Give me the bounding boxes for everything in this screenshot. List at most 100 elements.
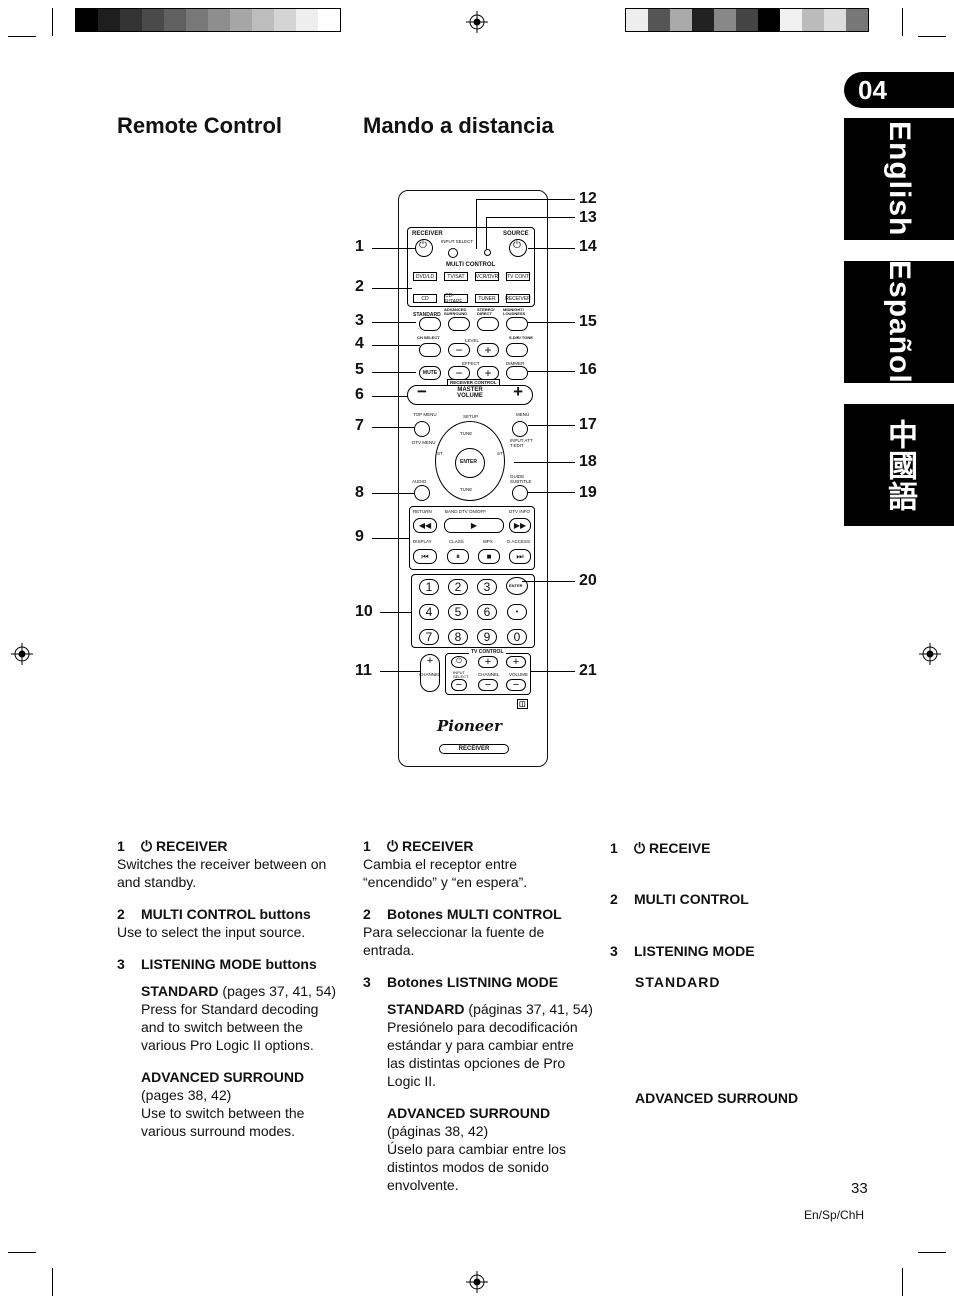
display-label: DISPLAY	[413, 539, 432, 544]
callout-number: 2	[355, 278, 364, 295]
key-5: 5	[448, 604, 468, 620]
receiver-power-button: ⏻	[415, 239, 433, 257]
tv-volume-up-button: +	[506, 656, 526, 668]
stereo-direct-label: STEREO/ DIRECT	[477, 307, 495, 316]
tune-down-label: TUNE	[460, 487, 473, 492]
standard-entry: STANDARD (páginas 37, 41, 54)	[363, 1000, 593, 1018]
power-icon: ⏻	[513, 240, 521, 251]
tab-espanol[interactable]: Español	[844, 260, 954, 384]
effect-plus-button: +	[477, 366, 499, 380]
callout-number: 3	[355, 312, 364, 329]
source-button-cd: CD	[413, 294, 437, 303]
next-button: ⏭	[509, 549, 531, 564]
item-number: 2	[363, 906, 371, 922]
entry-label: ADVANCED SURROUND	[141, 1069, 305, 1085]
channel-left-label: CHANNEL	[419, 672, 441, 677]
item-title: LISTENING MODE buttons	[141, 956, 317, 972]
item-number: 3	[117, 956, 125, 972]
item-number: 1	[610, 840, 618, 856]
number-pad-panel	[411, 574, 535, 648]
key-6: 6	[477, 604, 497, 620]
entry-label: STANDARD	[141, 983, 219, 999]
calibration-swatch	[120, 9, 142, 31]
leader-line	[528, 322, 575, 323]
source-label: SOURCE	[503, 231, 529, 237]
mpx-label: MPX	[483, 539, 493, 544]
s-dir-tone-label: S.DIR/ TONE	[509, 335, 533, 340]
crop-mark	[918, 36, 946, 37]
item-title: Botones LISTNING MODE	[387, 974, 559, 990]
stereo-direct-button	[477, 317, 499, 331]
volume-minus-icon: −	[417, 382, 427, 401]
source-button-tuner: TUNER	[475, 294, 499, 303]
power-icon: ⏻	[141, 838, 156, 854]
effect-minus-button: −	[448, 366, 470, 380]
tab-label: Español	[883, 260, 916, 384]
leader-line	[487, 217, 575, 218]
input-att-label: INPUT ATT T.EDIT	[510, 438, 533, 448]
crop-mark	[918, 1252, 946, 1253]
entry-label: STANDARD	[387, 1001, 465, 1017]
leader-line	[380, 612, 412, 613]
enter-label: ENTER	[460, 459, 477, 465]
calibration-swatch	[142, 9, 164, 31]
tab-english[interactable]: English	[844, 118, 954, 240]
chinese-item-1: 1⏻ RECEIVE	[610, 840, 710, 857]
calibration-swatch	[274, 9, 296, 31]
leader-line	[528, 248, 575, 249]
key-8: 8	[448, 629, 468, 645]
calibration-swatch	[252, 9, 274, 31]
mute-button: MUTE	[419, 366, 441, 380]
source-button-vcr: VCR/DVR	[475, 272, 499, 281]
s-dir-tone-button	[506, 343, 528, 357]
tab-chinese[interactable]: 中國語	[844, 404, 954, 526]
certification-logo: ◫	[517, 699, 528, 709]
leader-line	[528, 371, 575, 372]
adv-surround-label: ADVANCED SURROUND	[444, 307, 468, 316]
calibration-swatch	[670, 9, 692, 31]
dimmer-button	[506, 366, 528, 380]
callout-number: 19	[579, 484, 597, 501]
tv-control-label: TV CONTROL	[469, 649, 506, 655]
registration-mark	[11, 643, 33, 665]
key-3: 3	[477, 579, 497, 595]
band-label: BAND DTV ON/OFF	[445, 509, 487, 514]
calibration-swatch	[186, 9, 208, 31]
power-icon: ⏻	[419, 240, 427, 251]
master-volume-rocker: − MASTER VOLUME +	[407, 382, 533, 405]
callout-number: 17	[579, 416, 597, 433]
play-button: ▶	[444, 518, 504, 533]
item-number: 3	[610, 943, 618, 959]
dimmer-label: DIMMER	[506, 361, 525, 366]
leader-line	[372, 345, 420, 346]
return-label: RETURN	[413, 509, 432, 514]
level-minus-button: −	[448, 343, 470, 357]
entry-text: Presiónelo para decodificación estándar …	[387, 1019, 578, 1089]
key-7: 7	[419, 629, 439, 645]
callout-number: 18	[579, 453, 597, 470]
standard-button	[419, 317, 441, 331]
tune-up-label: TUNE	[460, 431, 473, 436]
tv-channel-up-button: +	[478, 656, 498, 668]
calibration-swatch	[780, 9, 802, 31]
item-text: Switches the receiver between on and sta…	[117, 856, 327, 890]
pause-button: ⏸	[447, 549, 469, 564]
power-icon: ⏻	[387, 838, 402, 854]
item-text: Cambia el receptor entre “encendido” y “…	[363, 856, 528, 890]
calibration-swatch	[714, 9, 736, 31]
indicator-led	[484, 249, 491, 256]
adv-surround-button	[448, 317, 470, 331]
calibration-swatch	[802, 9, 824, 31]
receiver-label: RECEIVER	[412, 231, 443, 237]
calibration-strip-right	[625, 8, 869, 32]
d-access-label: D.ACCESS	[507, 539, 531, 544]
dtv-menu-label: DTV MENU	[412, 440, 436, 445]
tv-volume-down-button: −	[506, 679, 526, 691]
calibration-swatch	[164, 9, 186, 31]
callout-number: 1	[355, 238, 364, 255]
callout-number: 7	[355, 417, 364, 434]
callout-number: 16	[579, 361, 597, 378]
stop-button: ■	[478, 549, 500, 564]
